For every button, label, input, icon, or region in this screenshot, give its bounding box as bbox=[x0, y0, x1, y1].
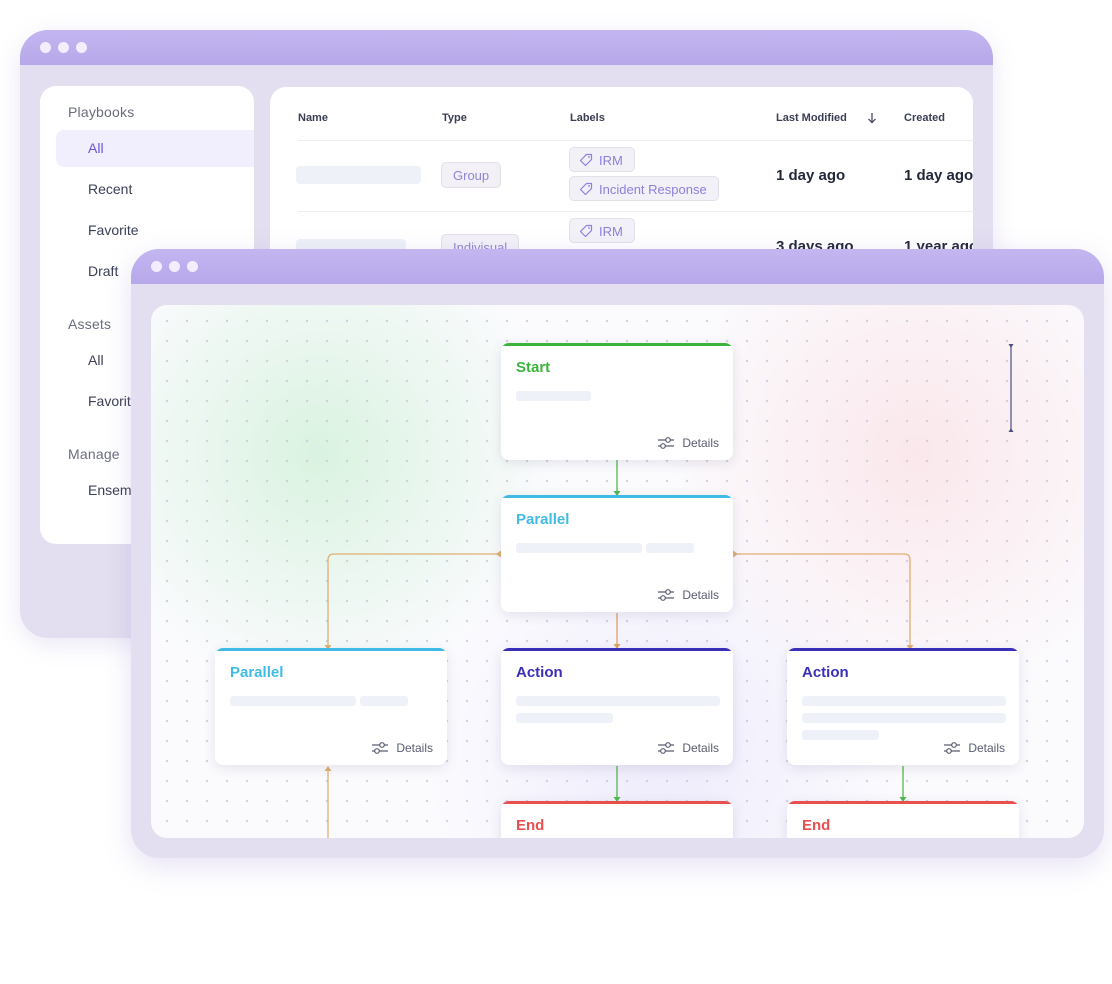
node-accent-bar bbox=[787, 648, 1019, 651]
row-divider bbox=[298, 211, 973, 212]
node-title: Action bbox=[802, 664, 849, 681]
node-details-button[interactable]: Details bbox=[657, 436, 719, 450]
tag-icon bbox=[579, 224, 593, 238]
window-dot-icon[interactable] bbox=[187, 261, 198, 272]
label-chip[interactable]: IRM bbox=[569, 218, 635, 243]
window-dot-icon[interactable] bbox=[169, 261, 180, 272]
sliders-icon bbox=[658, 589, 675, 601]
tag-icon bbox=[579, 182, 593, 196]
node-accent-bar bbox=[501, 495, 733, 498]
sliders-icon bbox=[944, 742, 961, 754]
type-badge: Group bbox=[441, 162, 502, 188]
column-header-last-modified[interactable]: Last Modified bbox=[776, 112, 847, 124]
flow-node-parallel[interactable]: Parallel Details bbox=[215, 648, 447, 765]
flow-canvas[interactable]: Start Details Parallel Details Parallel bbox=[151, 305, 1084, 838]
sidebar-item-assets-favorite[interactable]: Favorite bbox=[88, 393, 139, 409]
edge-branch-right bbox=[734, 553, 911, 645]
edge-arrow bbox=[899, 797, 907, 802]
node-title: Parallel bbox=[516, 511, 570, 528]
label-chip[interactable]: Incident Response bbox=[569, 176, 719, 201]
label-chip[interactable]: IRM bbox=[569, 147, 635, 172]
sidebar-item-favorite[interactable]: Favorite bbox=[88, 222, 139, 238]
zoom-slider[interactable] bbox=[1007, 343, 1015, 433]
window-dot-icon[interactable] bbox=[76, 42, 87, 53]
last-modified-value: 1 day ago bbox=[776, 167, 846, 184]
node-details-button[interactable]: Details bbox=[657, 741, 719, 755]
node-accent-bar bbox=[501, 801, 733, 804]
column-header-name[interactable]: Name bbox=[298, 112, 328, 124]
window-dot-icon[interactable] bbox=[151, 261, 162, 272]
node-title: Start bbox=[516, 359, 551, 376]
node-title: Action bbox=[516, 664, 563, 681]
name-placeholder bbox=[296, 166, 421, 184]
tag-icon bbox=[579, 153, 593, 167]
edge-arrow bbox=[496, 550, 501, 558]
column-header-labels[interactable]: Labels bbox=[570, 112, 605, 124]
window-title-bar bbox=[131, 249, 1104, 284]
node-title: End bbox=[516, 817, 545, 834]
sidebar-item-recent[interactable]: Recent bbox=[88, 181, 133, 197]
node-details-button[interactable]: Details bbox=[943, 741, 1005, 755]
flow-node-end[interactable]: End bbox=[787, 801, 1019, 838]
flow-edges bbox=[324, 460, 914, 838]
node-placeholder bbox=[516, 696, 720, 706]
node-placeholder bbox=[646, 543, 694, 553]
edge-arrow bbox=[733, 550, 738, 558]
node-placeholder bbox=[802, 713, 1006, 723]
node-title: End bbox=[802, 817, 831, 834]
edge-arrow bbox=[613, 644, 621, 649]
flow-node-parallel[interactable]: Parallel Details bbox=[501, 495, 733, 612]
sidebar-section-playbooks: Playbooks bbox=[68, 104, 135, 120]
node-accent-bar bbox=[215, 648, 447, 651]
node-title: Parallel bbox=[230, 664, 284, 681]
node-placeholder bbox=[802, 730, 879, 740]
edge-arrow bbox=[324, 766, 332, 771]
header-divider bbox=[298, 140, 973, 141]
edge-arrow bbox=[324, 645, 332, 650]
node-placeholder bbox=[516, 391, 591, 401]
flow-node-action[interactable]: Action Details bbox=[787, 648, 1019, 765]
sidebar-section-assets: Assets bbox=[68, 316, 112, 332]
window-title-bar bbox=[20, 30, 993, 65]
arrow-down-icon[interactable] bbox=[867, 112, 877, 124]
column-header-type[interactable]: Type bbox=[442, 112, 467, 124]
node-accent-bar bbox=[501, 343, 733, 346]
edge-arrow bbox=[906, 645, 914, 650]
sidebar-item-draft[interactable]: Draft bbox=[88, 263, 119, 279]
created-value: 1 day ago bbox=[904, 167, 973, 184]
node-details-button[interactable]: Details bbox=[657, 588, 719, 602]
flow-node-start[interactable]: Start Details bbox=[501, 343, 733, 460]
edge-branch-left bbox=[327, 553, 500, 645]
flow-node-action[interactable]: Action Details bbox=[501, 648, 733, 765]
sidebar-section-manage: Manage bbox=[68, 446, 120, 462]
node-placeholder bbox=[360, 696, 408, 706]
window-dot-icon[interactable] bbox=[58, 42, 69, 53]
node-placeholder bbox=[516, 713, 613, 723]
node-placeholder bbox=[802, 696, 1006, 706]
node-placeholder bbox=[516, 543, 642, 553]
node-accent-bar bbox=[787, 801, 1019, 804]
node-accent-bar bbox=[501, 648, 733, 651]
window-dot-icon[interactable] bbox=[40, 42, 51, 53]
sliders-icon bbox=[372, 742, 389, 754]
node-placeholder bbox=[230, 696, 356, 706]
node-details-button[interactable]: Details bbox=[371, 741, 433, 755]
column-header-created[interactable]: Created bbox=[904, 112, 945, 124]
sidebar-item-assets-all[interactable]: All bbox=[88, 352, 104, 368]
edge-arrow bbox=[613, 797, 621, 802]
edge-arrow bbox=[613, 491, 621, 496]
flow-node-end[interactable]: End bbox=[501, 801, 733, 838]
sliders-icon bbox=[658, 437, 675, 449]
flow-editor-window: Start Details Parallel Details Parallel bbox=[131, 249, 1104, 858]
sidebar-item-all[interactable]: All bbox=[56, 130, 254, 167]
sliders-icon bbox=[658, 742, 675, 754]
